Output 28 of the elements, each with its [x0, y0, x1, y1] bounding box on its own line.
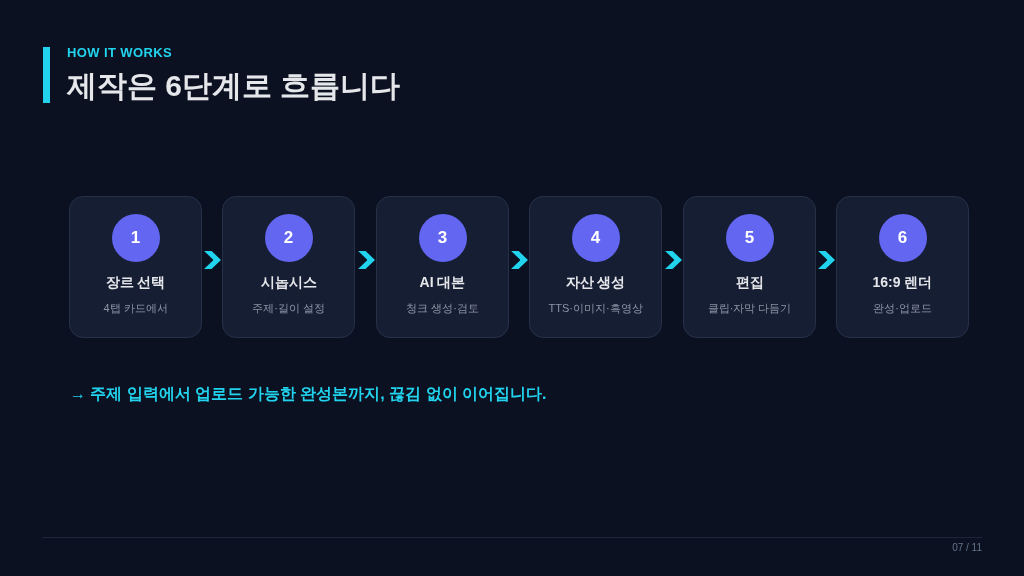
- step-card: [222, 196, 355, 338]
- step-number: 5: [725, 214, 774, 262]
- step-title: 16:9 렌더: [872, 273, 933, 292]
- step-number: 2: [264, 214, 313, 262]
- step-description: 완성·업로드: [873, 301, 932, 316]
- step-card: [836, 196, 969, 338]
- step-description: 주제·길이 설정: [252, 301, 325, 316]
- section-eyebrow: HOW IT WORKS: [67, 45, 173, 61]
- step-number: 1: [111, 214, 160, 262]
- step-card: [69, 196, 202, 338]
- slide-title: 제작은 6단계로 흐릅니다: [67, 68, 401, 104]
- step-title: 시놉시스: [260, 273, 317, 292]
- step-description: 4탭 카드에서: [103, 301, 168, 316]
- step-number: 3: [418, 214, 467, 262]
- step-card: [376, 196, 509, 338]
- step-description: TTS·이미지·흑영상: [548, 301, 643, 316]
- step-description: 청크 생성·검토: [406, 301, 479, 316]
- page-number: 07 / 11: [952, 541, 982, 555]
- step-number: 4: [571, 214, 620, 262]
- step-card: [683, 196, 816, 338]
- step-title: 편집: [735, 273, 764, 292]
- step-number: 6: [878, 214, 927, 262]
- step-description: 클립·자막 다듬기: [707, 301, 792, 316]
- step-title: 자산 생성: [565, 273, 626, 292]
- step-card: [529, 196, 662, 338]
- step-title: AI 대본: [419, 273, 466, 292]
- step-title: 장르 선택: [105, 273, 166, 292]
- summary-note: → 주제 입력에서 업로드 가능한 완성본까지, 끊김 없이 이어집니다.: [70, 384, 547, 404]
